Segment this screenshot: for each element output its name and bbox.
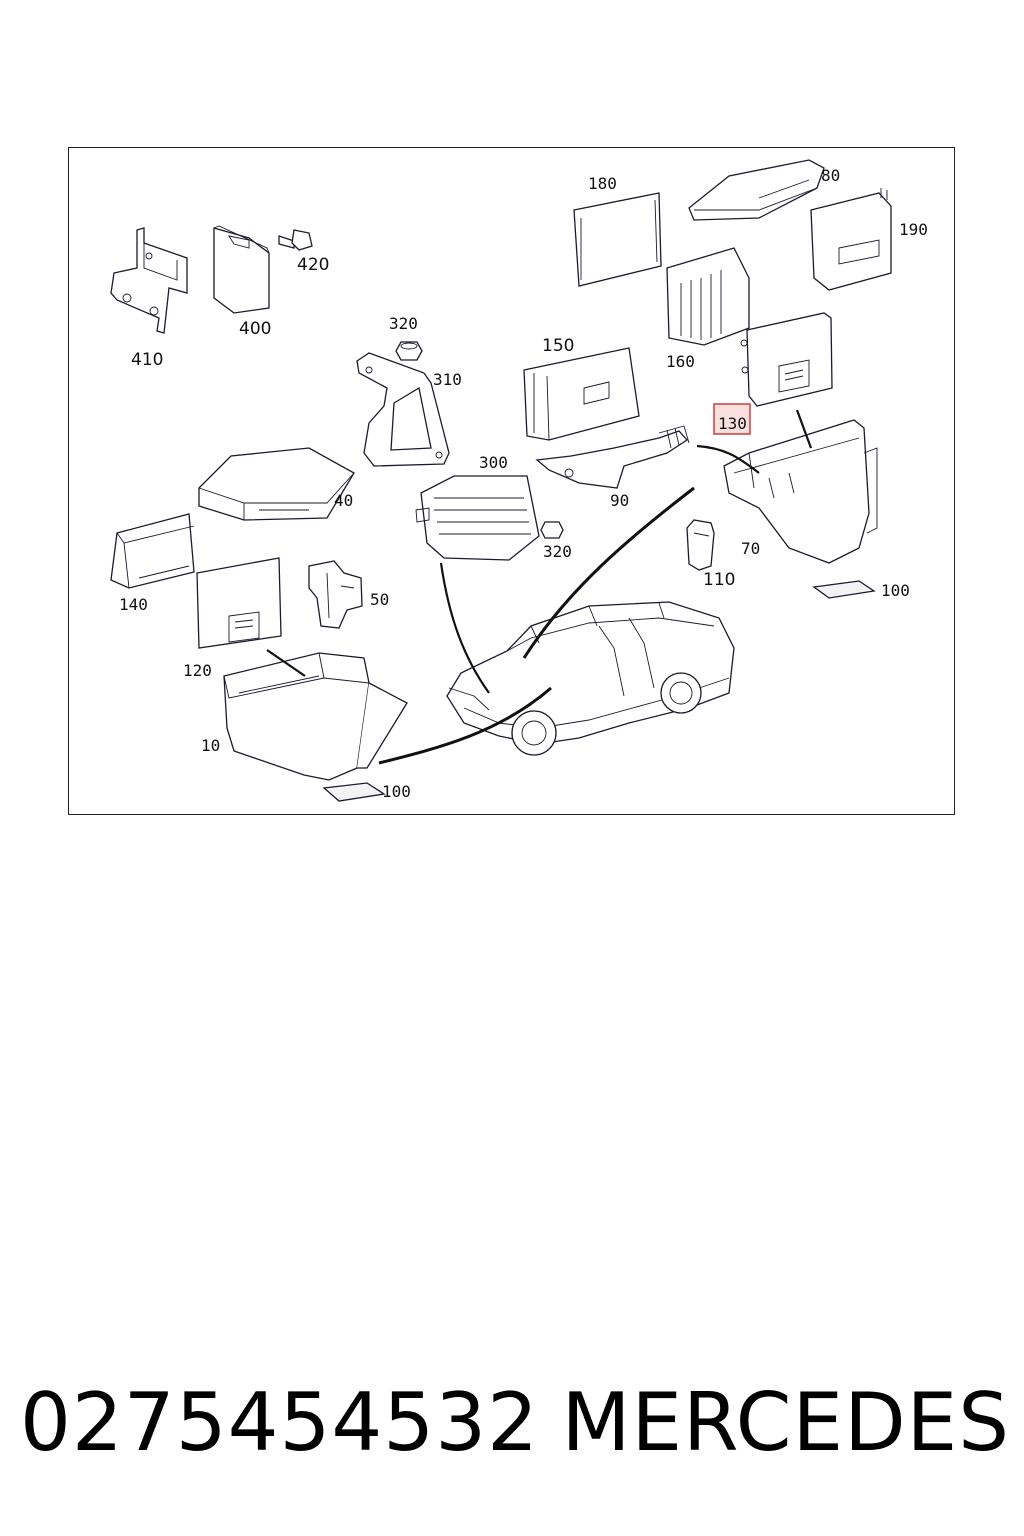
label-410: 410 <box>131 350 163 370</box>
label-140: 140 <box>119 595 148 614</box>
highlight-130 <box>713 403 751 435</box>
part-400-module[interactable] <box>213 225 270 314</box>
label-80: 80 <box>821 166 840 185</box>
part-320-nut-top[interactable] <box>395 341 423 361</box>
label-150: 150 <box>542 336 574 356</box>
part-130-module[interactable] <box>740 312 833 407</box>
label-320-mid: 320 <box>543 542 572 561</box>
label-10: 10 <box>201 736 220 755</box>
part-110-grommet[interactable] <box>686 519 715 571</box>
part-10-box[interactable] <box>223 652 408 781</box>
label-300: 300 <box>479 453 508 472</box>
part-300-module[interactable] <box>415 475 540 561</box>
part-120-module[interactable] <box>196 557 282 649</box>
arrow-130-to-70 <box>795 409 813 449</box>
part-40-control-unit[interactable] <box>198 447 355 521</box>
part-160-module[interactable] <box>666 247 750 346</box>
label-40: 40 <box>334 491 353 510</box>
label-50: 50 <box>370 590 389 609</box>
part-150-module[interactable] <box>523 347 640 441</box>
label-160: 160 <box>666 352 695 371</box>
brand-name: MERCEDES <box>561 1375 1010 1469</box>
label-310: 310 <box>433 370 462 389</box>
part-190-module[interactable] <box>810 188 892 291</box>
label-90: 90 <box>610 491 629 510</box>
part-320-nut-mid[interactable] <box>540 521 564 539</box>
line-10-to-car <box>378 686 552 765</box>
part-70-box[interactable] <box>723 419 878 564</box>
part-140-module[interactable] <box>110 513 195 589</box>
label-120: 120 <box>183 661 212 680</box>
part-80-control-unit[interactable] <box>688 159 825 221</box>
parts-diagram: 180 80 190 420 400 410 320 310 150 160 1… <box>68 147 955 815</box>
label-110: 110 <box>703 570 735 590</box>
line-70-to-car <box>522 486 695 659</box>
part-50-bracket[interactable] <box>308 560 363 629</box>
label-190: 190 <box>899 220 928 239</box>
label-180: 180 <box>588 174 617 193</box>
diagram-canvas: 180 80 190 420 400 410 320 310 150 160 1… <box>110 159 928 802</box>
part-180-module[interactable] <box>573 192 662 287</box>
caption: 0275454532 MERCEDES <box>20 1372 1010 1472</box>
label-400: 400 <box>239 319 271 339</box>
label-130: 130 <box>718 414 747 433</box>
part-100-pad-left[interactable] <box>322 782 386 802</box>
car-illustration <box>446 601 735 756</box>
part-number: 0275454532 <box>20 1375 539 1469</box>
arrow-300-to-car <box>439 562 490 694</box>
label-70: 70 <box>741 539 760 558</box>
arrow-120-to-10 <box>266 649 306 677</box>
label-100-right: 100 <box>881 581 910 600</box>
arrow-90-to-70 <box>696 444 760 474</box>
label-320-top: 320 <box>389 314 418 333</box>
part-310-bracket[interactable] <box>356 352 450 467</box>
part-90-duct[interactable] <box>535 425 690 489</box>
label-100-left: 100 <box>382 782 411 801</box>
part-100-pad-right[interactable] <box>812 580 876 599</box>
label-420: 420 <box>297 255 329 275</box>
part-410-bracket[interactable] <box>110 227 188 334</box>
part-420-screw[interactable] <box>278 229 313 251</box>
